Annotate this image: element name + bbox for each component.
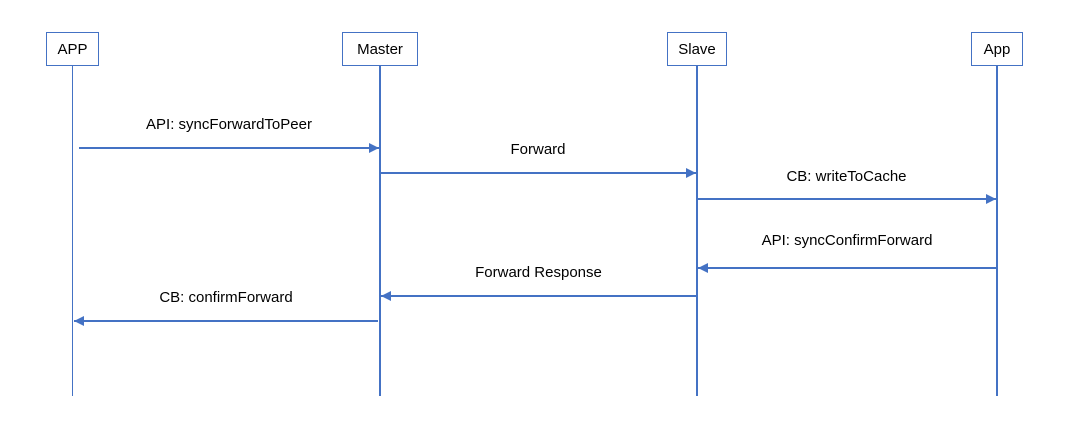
message-label: API: syncForwardToPeer (146, 116, 312, 133)
actor-box-slave: Slave (667, 32, 727, 66)
actor-label-slave: Slave (678, 40, 716, 58)
actor-label-master: Master (357, 40, 403, 58)
message-label: Forward (510, 141, 566, 158)
actor-label-app-left: APP (57, 40, 88, 58)
arrowhead-right-icon (369, 142, 379, 153)
message-label: Forward Response (475, 264, 602, 281)
arrowhead-left-icon (74, 315, 84, 326)
actor-box-app-right: App (971, 32, 1023, 66)
message-line (74, 320, 378, 322)
arrowhead-left-icon (381, 290, 391, 301)
arrowhead-right-icon (686, 167, 696, 178)
lifeline-master (379, 66, 381, 396)
message-label: CB: writeToCache (786, 168, 907, 185)
message-label: CB: confirmForward (159, 289, 293, 306)
lifeline-app-right (996, 66, 998, 396)
message-line (381, 295, 696, 297)
actor-box-master: Master (342, 32, 418, 66)
message-line (697, 198, 996, 200)
arrowhead-left-icon (698, 262, 708, 273)
lifeline-slave (696, 66, 698, 396)
arrowhead-right-icon (986, 193, 996, 204)
message-line (380, 172, 696, 174)
actor-box-app-left: APP (46, 32, 99, 66)
actor-label-app-right: App (983, 40, 1011, 58)
message-line (698, 267, 996, 269)
message-label: API: syncConfirmForward (761, 232, 933, 249)
lifeline-app-left (71, 66, 73, 396)
message-line (79, 147, 379, 149)
